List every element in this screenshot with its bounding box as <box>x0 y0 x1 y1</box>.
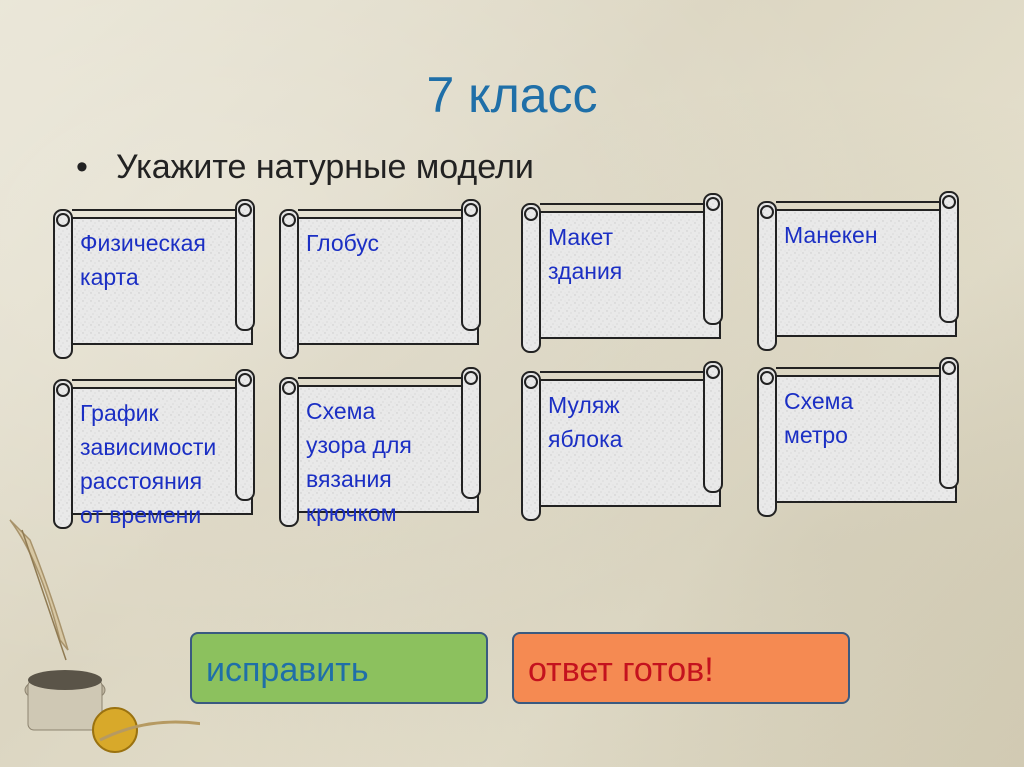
card-label: Физическая карта <box>80 230 206 290</box>
card-skhema-uzora[interactable]: Схема узора для вязания крючком <box>276 364 488 527</box>
card-label: Макет здания <box>548 224 623 284</box>
bullet-icon: • <box>76 148 88 186</box>
card-mulyazh-yabloka[interactable]: Муляж яблока <box>518 358 730 521</box>
card-label: Муляж яблока <box>548 392 623 452</box>
question-line: • Укажите натурные модели <box>76 148 534 187</box>
card-label: Манекен <box>784 222 878 248</box>
slide-title: 7 класс <box>426 67 598 123</box>
card-globus[interactable]: Глобус <box>276 196 488 359</box>
card-skhema-metro[interactable]: Схема метро <box>754 354 966 517</box>
scroll-shape <box>755 191 959 351</box>
card-maneken[interactable]: Манекен <box>754 188 966 351</box>
card-label: Глобус <box>306 230 380 256</box>
fix-button[interactable]: исправить <box>190 632 488 704</box>
scroll-shape <box>277 199 481 359</box>
quill-inkwell-icon <box>9 519 200 753</box>
card-label: Схема узора для вязания крючком <box>306 398 412 526</box>
card-grafik[interactable]: График зависимости расстояния от времени <box>50 366 262 529</box>
card-maket-zdaniya[interactable]: Макет здания <box>518 190 730 353</box>
card-label: График зависимости расстояния от времени <box>80 400 217 528</box>
card-label: Схема метро <box>784 388 854 448</box>
card-fizicheskaya-karta[interactable]: Физическая карта <box>50 196 262 359</box>
answer-ready-button[interactable]: ответ готов! <box>512 632 850 704</box>
question-text: Укажите натурные модели <box>116 148 534 186</box>
